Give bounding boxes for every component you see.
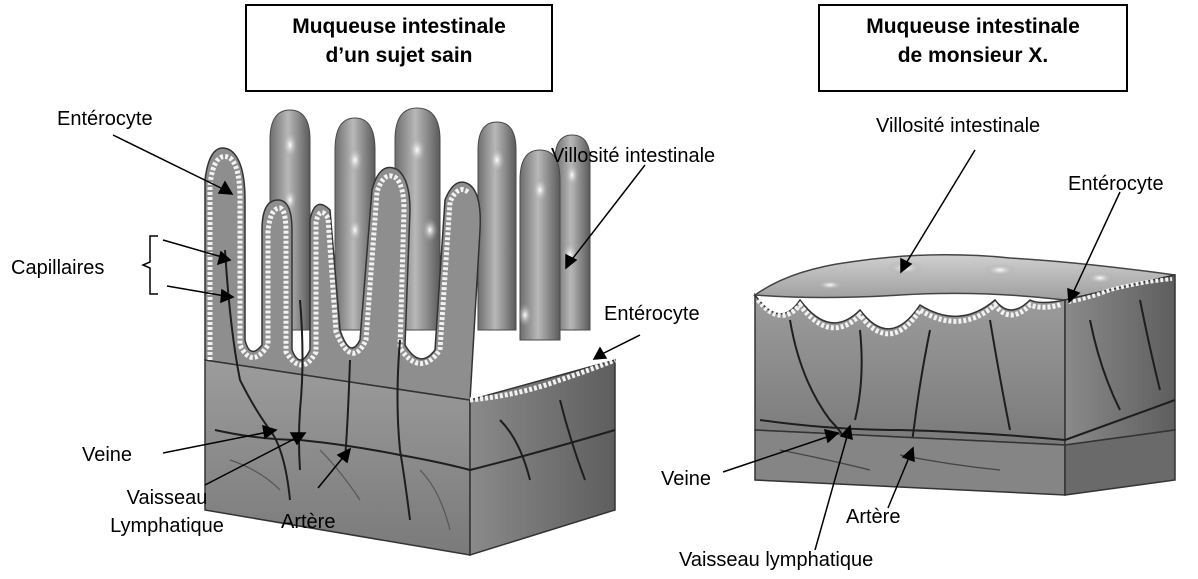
label-enterocyte-right: Entérocyte: [604, 302, 700, 326]
label-artere-patient: Artère: [846, 505, 900, 529]
label-enterocyte-patient: Entérocyte: [1068, 172, 1164, 196]
label-vaisseau-line1: Vaisseau: [92, 486, 242, 510]
label-vaisseau-line2: Lymphatique: [92, 514, 242, 538]
patient-title-line2: de monsieur X.: [820, 41, 1126, 70]
patient-title-line1: Muqueuse intestinale: [820, 12, 1126, 41]
healthy-title-line1: Muqueuse intestinale: [247, 12, 551, 41]
label-vaisseau-healthy: Vaisseau Lymphatique: [92, 486, 242, 538]
label-villosite-healthy: Villosité intestinale: [551, 144, 715, 168]
healthy-title-box: Muqueuse intestinale d’un sujet sain: [245, 4, 553, 92]
healthy-block-side: [470, 360, 615, 555]
label-veine-patient: Veine: [661, 467, 711, 491]
patient-title-box: Muqueuse intestinale de monsieur X.: [818, 4, 1128, 92]
label-villosite-patient: Villosité intestinale: [876, 114, 1040, 138]
healthy-title-line2: d’un sujet sain: [247, 41, 551, 70]
capillaires-brace: [143, 236, 158, 294]
patient-mucosa-drawing: [755, 255, 1175, 495]
healthy-mucosa-drawing: [205, 108, 615, 555]
patient-block-front: [755, 295, 1065, 445]
label-veine-healthy: Veine: [82, 443, 132, 467]
label-vaisseau-patient: Vaisseau lymphatique: [679, 548, 873, 572]
label-artere-healthy: Artère: [281, 510, 335, 534]
label-enterocyte-top: Entérocyte: [57, 107, 153, 131]
label-capillaires: Capillaires: [11, 256, 104, 280]
